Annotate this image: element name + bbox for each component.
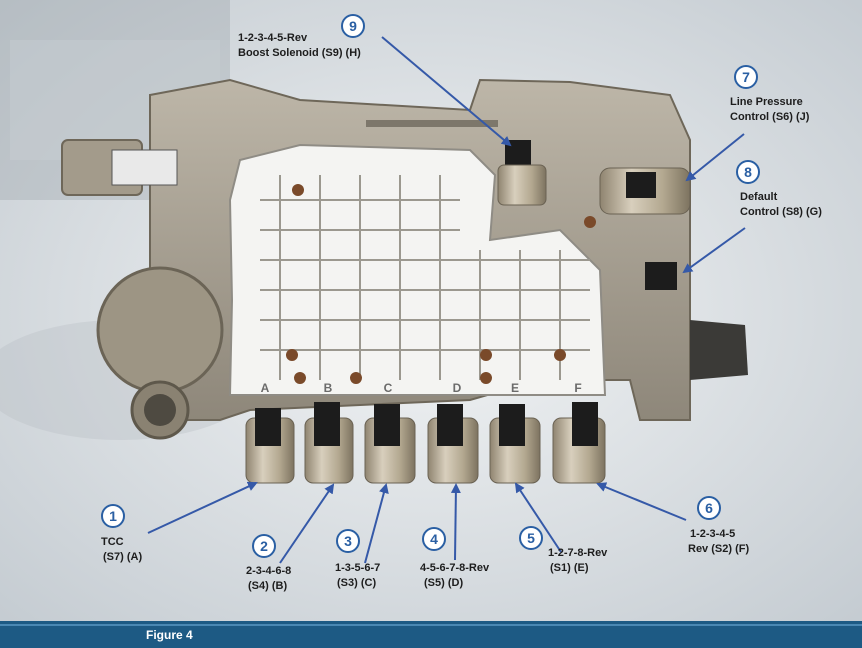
arrow-3 — [364, 483, 389, 564]
callout-9-line-2: Boost Solenoid (S9) (H) — [238, 47, 361, 59]
callout-9-line-1: 1-2-3-4-5-Rev — [238, 32, 308, 44]
callout-5-line-2: (S1) (E) — [550, 562, 589, 574]
callout-8-line-1: Default — [740, 191, 778, 203]
callout-9-label: 1-2-3-4-5-Rev Boost Solenoid (S9) (H) — [238, 31, 361, 61]
callout-6-line-1: 1-2-3-4-5 — [690, 528, 736, 540]
callout-8-line-2: Control (S8) (G) — [740, 206, 822, 218]
arrow-2 — [279, 483, 335, 564]
callout-4-line-1: 4-5-6-7-8-Rev — [420, 562, 490, 574]
callout-2-line-2: (S4) (B) — [248, 580, 288, 592]
arrow-9 — [381, 36, 512, 147]
solenoid-s6-connector — [626, 172, 656, 198]
valve-letter-c: C — [384, 381, 393, 395]
plate-bolts — [286, 184, 596, 384]
barcode-label — [111, 149, 178, 186]
callout-7-line-2: Control (S6) (J) — [730, 111, 810, 123]
callout-5-label: 1-2-7-8-Rev (S1) (E) — [548, 546, 607, 576]
callout-1-line-1: TCC — [101, 536, 124, 548]
plate-channels — [260, 175, 590, 380]
callout-arrows — [147, 36, 746, 564]
separator-plate — [228, 143, 607, 396]
callout-7-badge: 7 — [734, 65, 758, 89]
arrow-6 — [596, 482, 687, 521]
arrow-4 — [450, 483, 461, 561]
detent-rod — [366, 120, 498, 127]
arrow-1 — [147, 481, 258, 534]
callout-6-label: 1-2-3-4-5 Rev (S2) (F) — [688, 527, 749, 557]
solenoid-s9-body — [497, 164, 547, 206]
callout-9-badge: 9 — [341, 14, 365, 38]
callout-6-badge: 6 — [697, 496, 721, 520]
wire-bracket — [690, 320, 748, 380]
callout-6-line-2: Rev (S2) (F) — [688, 543, 750, 555]
valve-letter-e: E — [511, 381, 519, 395]
figure-label: Figure 4 — [146, 628, 193, 642]
solenoid-row — [245, 402, 606, 484]
callout-1-badge: 1 — [101, 504, 125, 528]
callout-4-line-2: (S5) (D) — [424, 577, 464, 589]
callout-8-badge: 8 — [736, 160, 760, 184]
footer-accent-line — [0, 624, 862, 626]
callout-5-badge: 5 — [519, 526, 543, 550]
callout-7-line-1: Line Pressure — [730, 96, 803, 108]
callout-3-line-1: 1-3-5-6-7 — [335, 562, 381, 574]
valve-letter-b: B — [324, 381, 333, 395]
solenoid-s8-connector — [645, 262, 677, 290]
callout-1-line-2: (S7) (A) — [103, 551, 143, 563]
callout-5-line-1: 1-2-7-8-Rev — [548, 547, 608, 559]
callout-3-line-2: (S3) (C) — [337, 577, 377, 589]
callout-1-label: TCC (S7) (A) — [101, 535, 142, 565]
arrow-5 — [514, 482, 562, 553]
valve-letter-f: F — [574, 381, 581, 395]
valve-letter-d: D — [453, 381, 462, 395]
arrow-7 — [685, 133, 745, 182]
callout-3-badge: 3 — [336, 529, 360, 553]
callout-2-badge: 2 — [252, 534, 276, 558]
valve-letter-a: A — [261, 381, 270, 395]
arrow-8 — [682, 227, 746, 274]
callout-2-label: 2-3-4-6-8 (S4) (B) — [246, 564, 291, 594]
callout-2-line-1: 2-3-4-6-8 — [246, 565, 292, 577]
accumulator-housing — [96, 266, 224, 394]
callout-4-label: 4-5-6-7-8-Rev (S5) (D) — [420, 561, 489, 591]
callout-8-label: Default Control (S8) (G) — [740, 190, 822, 220]
callout-4-badge: 4 — [422, 527, 446, 551]
callout-7-label: Line Pressure Control (S6) (J) — [730, 95, 809, 125]
callout-3-label: 1-3-5-6-7 (S3) (C) — [335, 561, 380, 591]
